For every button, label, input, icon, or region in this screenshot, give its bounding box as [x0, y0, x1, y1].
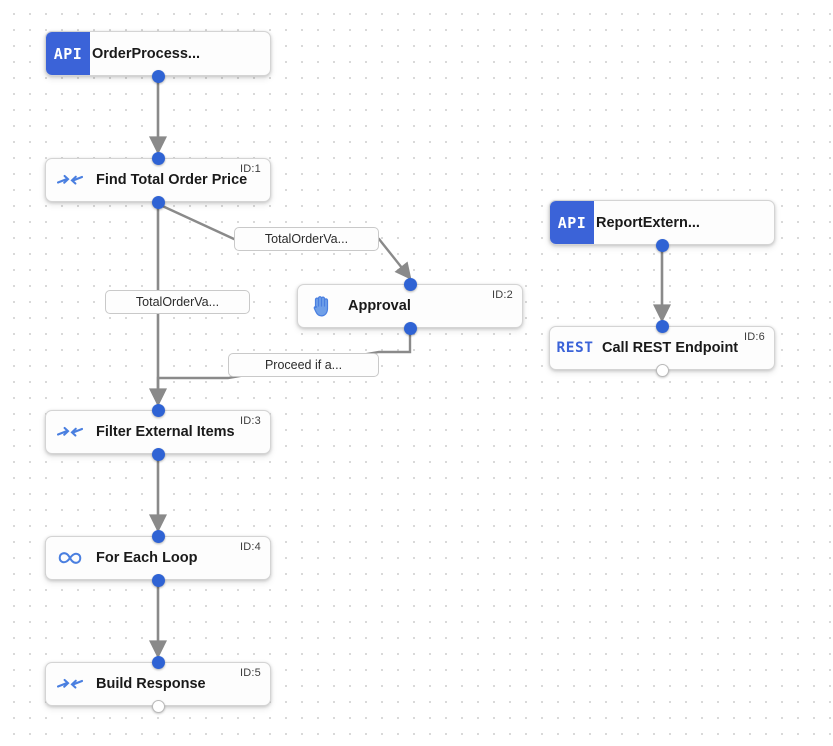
edge-label-total-order-va-upper[interactable]: TotalOrderVa... — [234, 227, 379, 251]
node-for-each-loop[interactable]: For Each Loop ID:4 — [45, 536, 271, 580]
merge-arrows-icon — [46, 663, 94, 705]
port-for-each-loop-bottom[interactable] — [151, 573, 165, 587]
node-title: ReportExtern... — [596, 214, 700, 231]
port-filter-external-items-top[interactable] — [151, 404, 165, 417]
rest-badge-icon: REST — [556, 340, 594, 356]
port-for-each-loop-top[interactable] — [151, 530, 165, 543]
merge-arrows-icon — [46, 159, 94, 201]
port-build-response-bottom[interactable] — [151, 699, 165, 713]
node-id-label: ID:3 — [240, 415, 261, 427]
node-title: Filter External Items — [96, 424, 235, 440]
port-call-rest-endpoint-top[interactable] — [655, 320, 669, 333]
port-report-extern-bottom[interactable] — [655, 238, 669, 252]
node-title: Approval — [348, 298, 411, 314]
edge-label-text: TotalOrderVa... — [135, 295, 220, 309]
node-title: For Each Loop — [96, 550, 198, 566]
node-report-extern[interactable]: API ReportExtern... — [549, 200, 775, 245]
edge-label-text: TotalOrderVa... — [264, 232, 349, 246]
port-approval-bottom[interactable] — [403, 321, 417, 335]
merge-arrows-icon — [46, 411, 94, 453]
port-call-rest-endpoint-bottom[interactable] — [655, 363, 669, 377]
node-approval[interactable]: Approval ID:2 — [297, 284, 523, 328]
node-id-label: ID:2 — [492, 289, 513, 301]
node-id-label: ID:1 — [240, 163, 261, 175]
hand-icon — [298, 285, 346, 327]
node-find-total-order-price[interactable]: Find Total Order Price ID:1 — [45, 158, 271, 202]
node-title: OrderProcess... — [92, 45, 200, 62]
node-title: Find Total Order Price — [96, 172, 248, 188]
node-id-label: ID:5 — [240, 667, 261, 679]
api-badge-icon: API — [550, 201, 594, 244]
infinity-icon — [46, 537, 94, 579]
node-filter-external-items[interactable]: Filter External Items ID:3 — [45, 410, 271, 454]
node-title: Call REST Endpoint — [602, 340, 739, 356]
port-order-process-bottom[interactable] — [151, 69, 165, 83]
edge-label-text: Proceed if a... — [264, 358, 343, 372]
port-build-response-top[interactable] — [151, 656, 165, 669]
port-filter-external-items-bottom[interactable] — [151, 447, 165, 461]
edge-label-total-order-va-lower[interactable]: TotalOrderVa... — [105, 290, 250, 314]
edge-label-proceed-if-a[interactable]: Proceed if a... — [228, 353, 379, 377]
node-order-process[interactable]: API OrderProcess... — [45, 31, 271, 76]
api-badge-icon: API — [46, 32, 90, 75]
node-id-label: ID:4 — [240, 541, 261, 553]
port-approval-top[interactable] — [403, 278, 417, 291]
port-find-total-order-price-top[interactable] — [151, 152, 165, 165]
node-title: Build Response — [96, 676, 206, 692]
node-call-rest-endpoint[interactable]: REST Call REST Endpoint ID:6 — [549, 326, 775, 370]
port-find-total-order-price-bottom[interactable] — [151, 195, 165, 209]
node-id-label: ID:6 — [744, 331, 765, 343]
